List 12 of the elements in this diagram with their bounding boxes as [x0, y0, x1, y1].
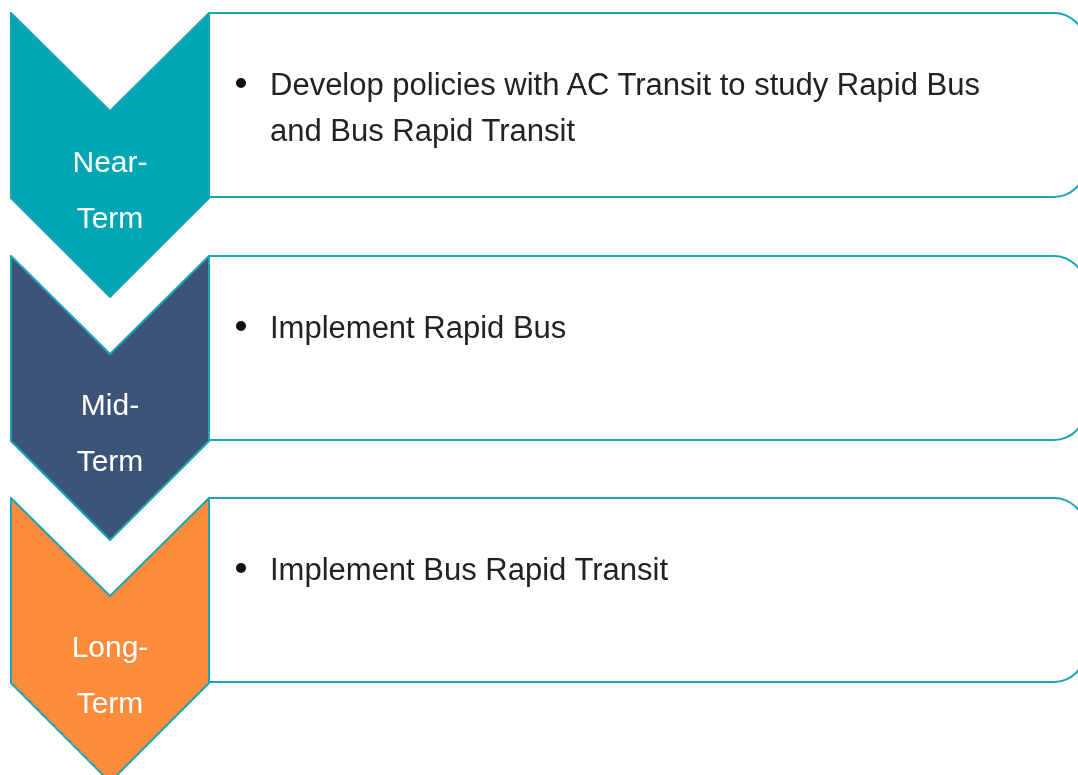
stage-marker [10, 12, 210, 298]
stage-label: Mid-Term [75, 387, 145, 479]
bullet-text: Develop policies with AC Transit to study Rapid Bus and Bus Rapid Transit [270, 66, 981, 150]
stage-marker [10, 255, 210, 541]
stage-marker [10, 497, 210, 775]
content-box [210, 255, 1078, 441]
stage-label: Near-Term [71, 144, 149, 236]
bullet-text: Implement Rapid Bus [270, 309, 567, 347]
content-box [210, 497, 1078, 683]
bullet-text: Implement Bus Rapid Transit [270, 551, 668, 589]
content-box [210, 12, 1078, 198]
stage-label: Long-Term [70, 629, 150, 721]
